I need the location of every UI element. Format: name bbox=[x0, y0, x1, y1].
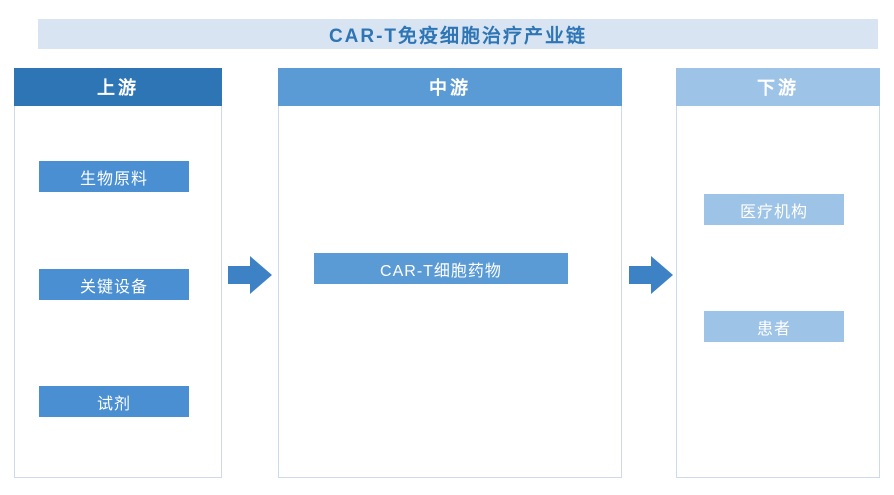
node-biological-raw-materials: 生物原料 bbox=[39, 161, 189, 192]
node-patients: 患者 bbox=[704, 311, 844, 342]
upstream-header-label: 上游 bbox=[97, 78, 139, 98]
column-upstream: 上游 生物原料 关键设备 试剂 bbox=[14, 68, 222, 478]
node-reagents: 试剂 bbox=[39, 386, 189, 417]
node-label: CAR-T细胞药物 bbox=[380, 262, 502, 280]
downstream-header-label: 下游 bbox=[757, 78, 799, 98]
node-medical-institutions: 医疗机构 bbox=[704, 194, 844, 225]
column-downstream: 下游 医疗机构 患者 bbox=[676, 68, 880, 478]
column-midstream: 中游 CAR-T细胞药物 bbox=[278, 68, 622, 478]
right-arrow-icon bbox=[228, 254, 272, 296]
upstream-header: 上游 bbox=[14, 68, 222, 106]
midstream-header: 中游 bbox=[278, 68, 622, 106]
node-cart-cell-drug: CAR-T细胞药物 bbox=[314, 253, 568, 284]
right-arrow-icon bbox=[629, 254, 673, 296]
downstream-header: 下游 bbox=[676, 68, 880, 106]
node-label: 关键设备 bbox=[79, 278, 148, 296]
diagram-title-bar: CAR-T免疫细胞治疗产业链 bbox=[38, 19, 878, 49]
node-label: 医疗机构 bbox=[739, 203, 808, 221]
node-key-equipment: 关键设备 bbox=[39, 269, 189, 300]
node-label: 试剂 bbox=[96, 395, 131, 413]
midstream-header-label: 中游 bbox=[429, 78, 471, 98]
node-label: 生物原料 bbox=[79, 170, 148, 188]
diagram-title: CAR-T免疫细胞治疗产业链 bbox=[328, 25, 588, 47]
node-label: 患者 bbox=[756, 320, 791, 338]
